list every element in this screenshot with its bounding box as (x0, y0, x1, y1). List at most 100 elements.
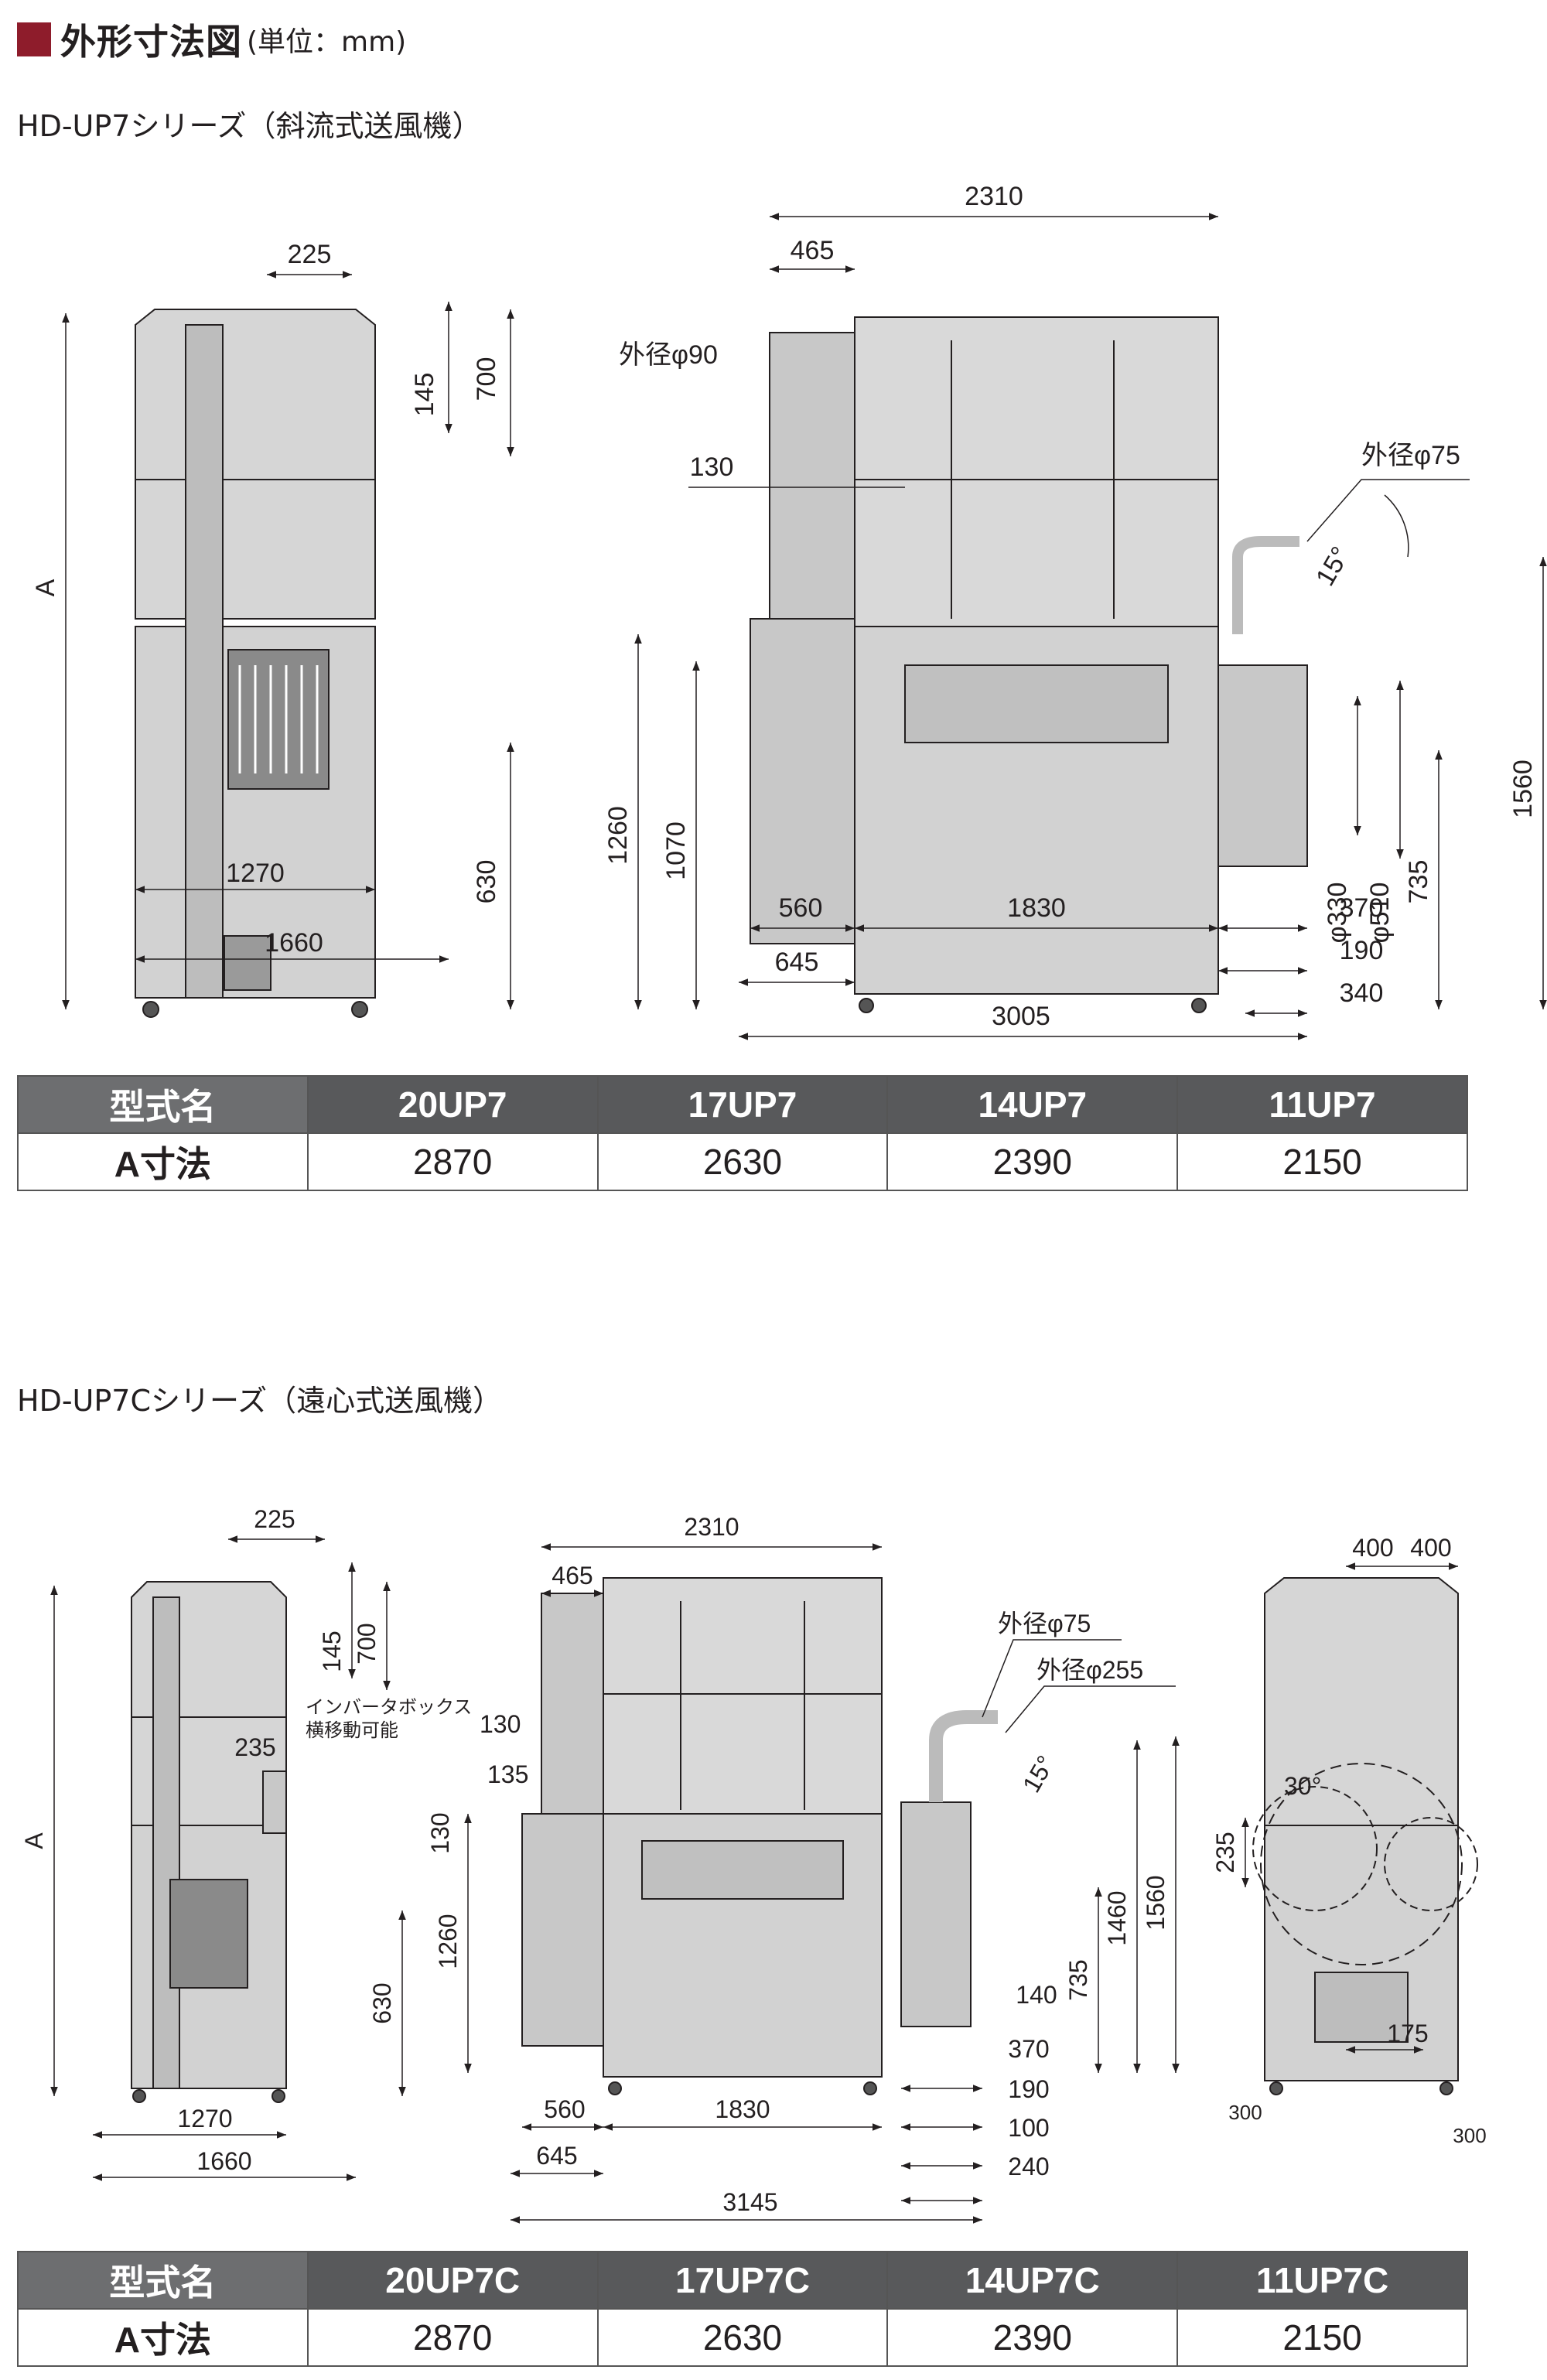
table-cell: 2630 (596, 2308, 889, 2367)
dim-1830-c: 1830 (715, 2095, 770, 2123)
dim-2310: 2310 (965, 182, 1023, 211)
table-cell: 2870 (306, 2308, 599, 2367)
side-view-dryer (135, 309, 376, 1018)
dim-3145: 3145 (722, 2188, 777, 2216)
dim-dia90: 外径φ90 (619, 340, 718, 370)
table-header-cell: 11UP7 (1176, 1075, 1468, 1134)
table-cell: 2150 (1176, 1132, 1468, 1191)
dim-1830: 1830 (1007, 893, 1066, 923)
table-header-cell: 17UP7 (596, 1075, 889, 1134)
inverter-note-line1: インバータボックス (306, 1697, 472, 1718)
dim-3005: 3005 (992, 1002, 1050, 1031)
dim-235-end: 235 (1211, 1832, 1239, 1873)
title-text: 外形寸法図 (60, 21, 242, 63)
dimension-table-up7: 型式名 20UP7 17UP7 14UP7 11UP7 A寸法 2870 263… (17, 1075, 1468, 1191)
table-cell: 2870 (306, 1132, 599, 1191)
dim-630-c: 630 (368, 1982, 396, 2023)
dim-190: 190 (1340, 936, 1384, 965)
end-view-dryer-c (1252, 1577, 1478, 2095)
title-square-icon (17, 22, 51, 56)
dim-300-right: 300 (1453, 2124, 1486, 2147)
table-row: A寸法 2870 2630 2390 2150 (17, 1132, 1468, 1191)
table-cell: 2390 (886, 1132, 1179, 1191)
table-cell: 2150 (1176, 2308, 1468, 2367)
dim-2310-c: 2310 (684, 1513, 739, 1541)
table-cell: 2390 (886, 2308, 1179, 2367)
dim-130-side: 130 (426, 1812, 454, 1853)
page-title: 外形寸法図 (単位：mm) (17, 14, 406, 65)
dim-340: 340 (1340, 978, 1384, 1008)
dim-140: 140 (1016, 1981, 1057, 2009)
dim-735-c: 735 (1064, 1959, 1092, 2000)
dim-130: 130 (690, 452, 734, 482)
dim-1260: 1260 (603, 806, 633, 865)
dim-225-c: 225 (254, 1505, 295, 1533)
dim-300-left: 300 (1228, 2101, 1262, 2124)
side-view-dryer-c (131, 1581, 287, 2103)
dim-1660: 1660 (265, 928, 323, 958)
dim-1560-c: 1560 (1142, 1875, 1170, 1930)
table-header-cell: 型式名 (17, 1075, 309, 1134)
dim-30deg: 30° (1284, 1772, 1321, 1800)
dim-dia255: 外径φ255 (1036, 1656, 1143, 1684)
dim-240: 240 (1008, 2153, 1049, 2180)
drawing-up7c: 225 145 700 A 235 インバータボックス 横移動可能 630 12… (20, 1505, 1487, 2224)
table-header-row: 型式名 20UP7 17UP7 14UP7 11UP7 (17, 1075, 1468, 1134)
front-view-dryer-c (521, 1577, 998, 2095)
table-cell: A寸法 (17, 2308, 309, 2367)
dim-135: 135 (487, 1760, 528, 1788)
dim-370-c: 370 (1008, 2035, 1049, 2063)
dim-400-right: 400 (1410, 1534, 1451, 1562)
dim-130-top: 130 (480, 1710, 521, 1738)
dim-1270: 1270 (226, 859, 285, 888)
dim-dia510: φ510 (1365, 883, 1395, 944)
dim-145-c: 145 (318, 1630, 346, 1671)
dim-735: 735 (1404, 860, 1433, 904)
inverter-note-line2: 横移動可能 (306, 1720, 398, 1741)
dim-225: 225 (288, 240, 332, 269)
dimension-table-up7c: 型式名 20UP7C 17UP7C 14UP7C 11UP7C A寸法 2870… (17, 2251, 1468, 2367)
table-row: A寸法 2870 2630 2390 2150 (17, 2308, 1468, 2367)
dim-560: 560 (779, 893, 823, 923)
dim-1070: 1070 (661, 821, 691, 880)
dim-1270-c: 1270 (177, 2105, 232, 2132)
dim-1660-c: 1660 (196, 2147, 251, 2175)
dim-15deg: 15° (1310, 541, 1356, 591)
table-header-cell: 11UP7C (1176, 2251, 1468, 2310)
dim-370: 370 (1340, 893, 1384, 923)
dim-dia75: 外径φ75 (1361, 441, 1460, 470)
dim-700: 700 (472, 357, 501, 401)
title-unit: (単位：mm) (247, 26, 407, 58)
dim-400-left: 400 (1352, 1534, 1393, 1562)
dim-1460: 1460 (1103, 1890, 1131, 1945)
dim-1560: 1560 (1508, 760, 1538, 818)
dim-1260-c: 1260 (434, 1914, 462, 1969)
dim-dia330: φ330 (1323, 883, 1352, 944)
table-header-cell: 型式名 (17, 2251, 309, 2310)
dim-700-c: 700 (353, 1623, 381, 1664)
dim-15deg-c: 15° (1017, 1751, 1060, 1798)
dim-465-c: 465 (552, 1562, 593, 1590)
dim-235-side: 235 (234, 1733, 275, 1761)
dim-145: 145 (410, 373, 439, 417)
table-header-cell: 14UP7 (886, 1075, 1179, 1134)
table-header-cell: 17UP7C (596, 2251, 889, 2310)
table-header-cell: 14UP7C (886, 2251, 1179, 2310)
series-title-up7: HD-UP7シリーズ（斜流式送風機） (17, 109, 482, 143)
front-view-dryer (750, 316, 1308, 1013)
dim-dia75-c: 外径φ75 (998, 1610, 1091, 1637)
table-cell: A寸法 (17, 1132, 309, 1191)
series-title-up7c: HD-UP7Cシリーズ（遠心式送風機） (17, 1384, 503, 1418)
dim-630: 630 (472, 860, 501, 904)
dim-465: 465 (791, 236, 835, 265)
dim-645: 645 (775, 948, 819, 977)
table-header-cell: 20UP7C (306, 2251, 599, 2310)
dim-a-c: A (20, 1832, 48, 1849)
drawing-up7: 225 145 700 A 630 1270 1660 2310 465 外径φ… (31, 182, 1547, 1040)
dim-190-c: 190 (1008, 2075, 1049, 2103)
dim-a: A (31, 579, 60, 596)
table-header-row: 型式名 20UP7C 17UP7C 14UP7C 11UP7C (17, 2251, 1468, 2310)
dim-645-c: 645 (536, 2142, 577, 2170)
dim-100: 100 (1008, 2114, 1049, 2142)
table-header-cell: 20UP7 (306, 1075, 599, 1134)
